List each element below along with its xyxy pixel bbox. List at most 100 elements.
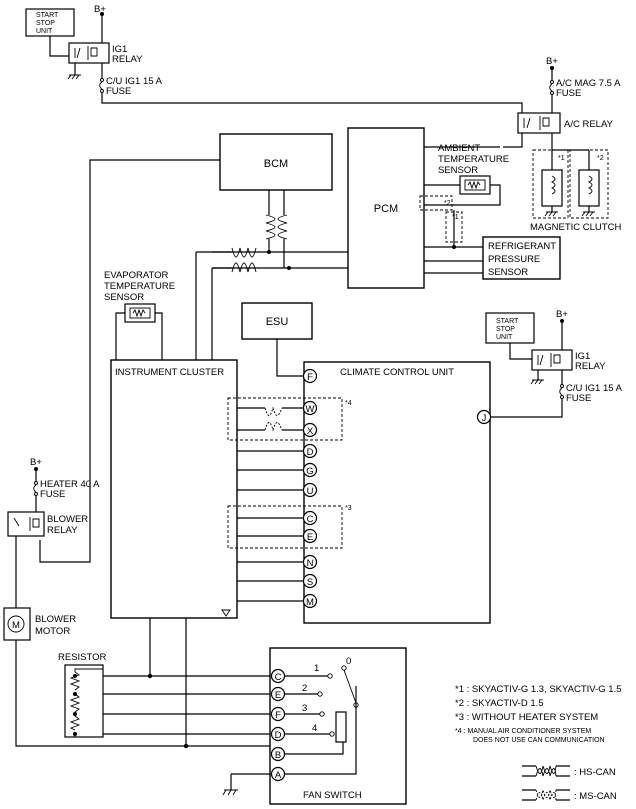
svg-text:A/C RELAY: A/C RELAY xyxy=(564,119,614,130)
ambient-temperature-sensor: AMBIENT TEMPERATURE SENSOR xyxy=(424,143,509,206)
svg-text:U: U xyxy=(307,486,314,497)
svg-text:RESISTOR: RESISTOR xyxy=(58,652,107,663)
svg-text:PCM: PCM xyxy=(374,203,398,215)
svg-text:RELAY: RELAY xyxy=(112,54,143,65)
ccu-pin-c: C xyxy=(302,510,318,526)
svg-text:C/U IG1 15 A: C/U IG1 15 A xyxy=(106,76,163,87)
start-stop-unit-right: START STOP UNIT xyxy=(485,312,535,344)
ig1-relay-right: IG1 RELAY xyxy=(531,349,606,372)
svg-text:D: D xyxy=(275,730,282,741)
bcm: BCM xyxy=(219,133,333,191)
svg-text:G: G xyxy=(306,466,313,477)
svg-text:TEMPERATURE: TEMPERATURE xyxy=(438,154,509,165)
bplus-label-4: B+ xyxy=(30,457,42,468)
fan-position-4: 4 xyxy=(312,723,317,734)
svg-text:SENSOR: SENSOR xyxy=(104,292,144,303)
svg-text:C/U IG1 15 A: C/U IG1 15 A xyxy=(566,383,623,394)
refrigerant-pressure-sensor: REFRIGERANT PRESSURE SENSOR xyxy=(482,236,561,280)
svg-text:X: X xyxy=(307,426,314,437)
svg-text:IG1: IG1 xyxy=(112,44,127,55)
ccu-pin-u: U xyxy=(302,482,318,498)
svg-text:*1 : SKYACTIV-G 1.3, SKYACTIV-: *1 : SKYACTIV-G 1.3, SKYACTIV-G 1.5 xyxy=(455,684,622,695)
cu-fuse-top: C/U IG1 15 A FUSE xyxy=(99,76,163,97)
ccu-pin-w: W xyxy=(302,400,318,416)
svg-text:UNIT: UNIT xyxy=(496,334,513,341)
svg-text:FAN SWITCH: FAN SWITCH xyxy=(303,790,362,801)
svg-text:B: B xyxy=(275,750,281,761)
svg-text:UNIT: UNIT xyxy=(36,28,53,35)
fan-switch-pin-c: C xyxy=(270,668,286,684)
ac-relay: A/C RELAY xyxy=(517,112,614,134)
evaporator-temperature-sensor: EVAPORATOR TEMPERATURE SENSOR xyxy=(104,270,175,360)
svg-text:*3 : WITHOUT HEATER SYSTEM: *3 : WITHOUT HEATER SYSTEM xyxy=(455,712,598,723)
pcm: PCM xyxy=(347,127,425,289)
legend-ms-can: : MS-CAN xyxy=(522,789,617,802)
svg-text:J: J xyxy=(482,413,487,424)
svg-text:: MS-CAN: : MS-CAN xyxy=(574,791,617,802)
svg-text:A: A xyxy=(275,770,282,781)
svg-text:C: C xyxy=(275,672,282,683)
svg-text:F: F xyxy=(275,710,281,721)
svg-text:FUSE: FUSE xyxy=(106,86,131,97)
svg-text:STOP: STOP xyxy=(496,326,515,333)
marker-1: *1 xyxy=(558,155,565,162)
svg-text:F: F xyxy=(307,372,313,383)
fan-switch-pin-a: A xyxy=(270,766,286,782)
ccu-pin-e: E xyxy=(302,528,318,544)
svg-text:*2 : SKYACTIV-D 1.5: *2 : SKYACTIV-D 1.5 xyxy=(455,698,544,709)
svg-text:RELAY: RELAY xyxy=(575,361,606,372)
blower-relay: BLOWER RELAY xyxy=(7,511,88,537)
magnetic-clutch: *1 *2 MAGNETIC CLUTCH xyxy=(530,149,621,233)
bplus-label-1: B+ xyxy=(94,4,106,15)
svg-text:DOES NOT USE CAN COMMUNICATION: DOES NOT USE CAN COMMUNICATION xyxy=(473,737,605,744)
svg-text:FUSE: FUSE xyxy=(556,88,581,99)
svg-text:INSTRUMENT CLUSTER: INSTRUMENT CLUSTER xyxy=(115,367,224,378)
svg-text:M: M xyxy=(12,620,20,631)
svg-text:E: E xyxy=(307,532,313,543)
svg-text:HEATER 40 A: HEATER 40 A xyxy=(40,479,100,490)
marker-2b: *2 xyxy=(444,200,451,207)
svg-text:SENSOR: SENSOR xyxy=(488,267,528,278)
svg-text:ESU: ESU xyxy=(266,316,289,328)
bplus-label-3: B+ xyxy=(556,309,568,320)
heater-fuse: HEATER 40 A FUSE xyxy=(33,479,100,500)
fan-position-0: 0 xyxy=(346,656,351,667)
svg-text:N: N xyxy=(307,558,314,569)
start-stop-unit-top: START STOP UNIT xyxy=(25,8,75,37)
svg-text:REFRIGERANT: REFRIGERANT xyxy=(488,241,556,252)
ccu-pin-j: J xyxy=(476,409,492,425)
svg-text:START: START xyxy=(36,12,59,19)
ac-mag-fuse: A/C MAG 7.5 A FUSE xyxy=(549,78,621,99)
marker-4: *4 xyxy=(345,400,352,407)
svg-text:STOP: STOP xyxy=(36,20,55,27)
svg-text:: HS-CAN: : HS-CAN xyxy=(574,767,616,778)
svg-text:W: W xyxy=(306,404,315,415)
svg-text:C: C xyxy=(307,514,314,525)
ccu-pin-s: S xyxy=(302,573,318,589)
ccu-pin-f: F xyxy=(302,368,318,384)
svg-text:FUSE: FUSE xyxy=(566,393,591,404)
svg-text:E: E xyxy=(275,690,281,701)
svg-text:CLIMATE CONTROL UNIT: CLIMATE CONTROL UNIT xyxy=(340,367,454,378)
ccu-pin-g: G xyxy=(302,462,318,478)
svg-text:BLOWER: BLOWER xyxy=(35,614,76,625)
svg-text:AMBIENT: AMBIENT xyxy=(438,143,480,154)
svg-text:TEMPERATURE: TEMPERATURE xyxy=(104,281,175,292)
svg-text:M: M xyxy=(306,597,314,608)
svg-text:EVAPORATOR: EVAPORATOR xyxy=(104,270,169,281)
fan-switch-pin-e: E xyxy=(270,686,286,702)
svg-text:BCM: BCM xyxy=(264,158,288,170)
svg-text:SENSOR: SENSOR xyxy=(438,165,478,176)
svg-text:S: S xyxy=(307,577,313,588)
bplus-label-2: B+ xyxy=(546,56,558,67)
fan-switch-pin-b: B xyxy=(270,746,286,762)
resistor: RESISTOR xyxy=(58,652,107,738)
fan-position-3: 3 xyxy=(302,703,307,714)
svg-text:IG1: IG1 xyxy=(575,351,590,362)
marker-1b: *1 xyxy=(452,214,459,221)
svg-text:PRESSURE: PRESSURE xyxy=(488,254,540,265)
marker-3: *3 xyxy=(345,505,352,512)
legend-hs-can: : HS-CAN xyxy=(522,765,616,778)
fan-switch-pin-f: F xyxy=(270,706,286,722)
